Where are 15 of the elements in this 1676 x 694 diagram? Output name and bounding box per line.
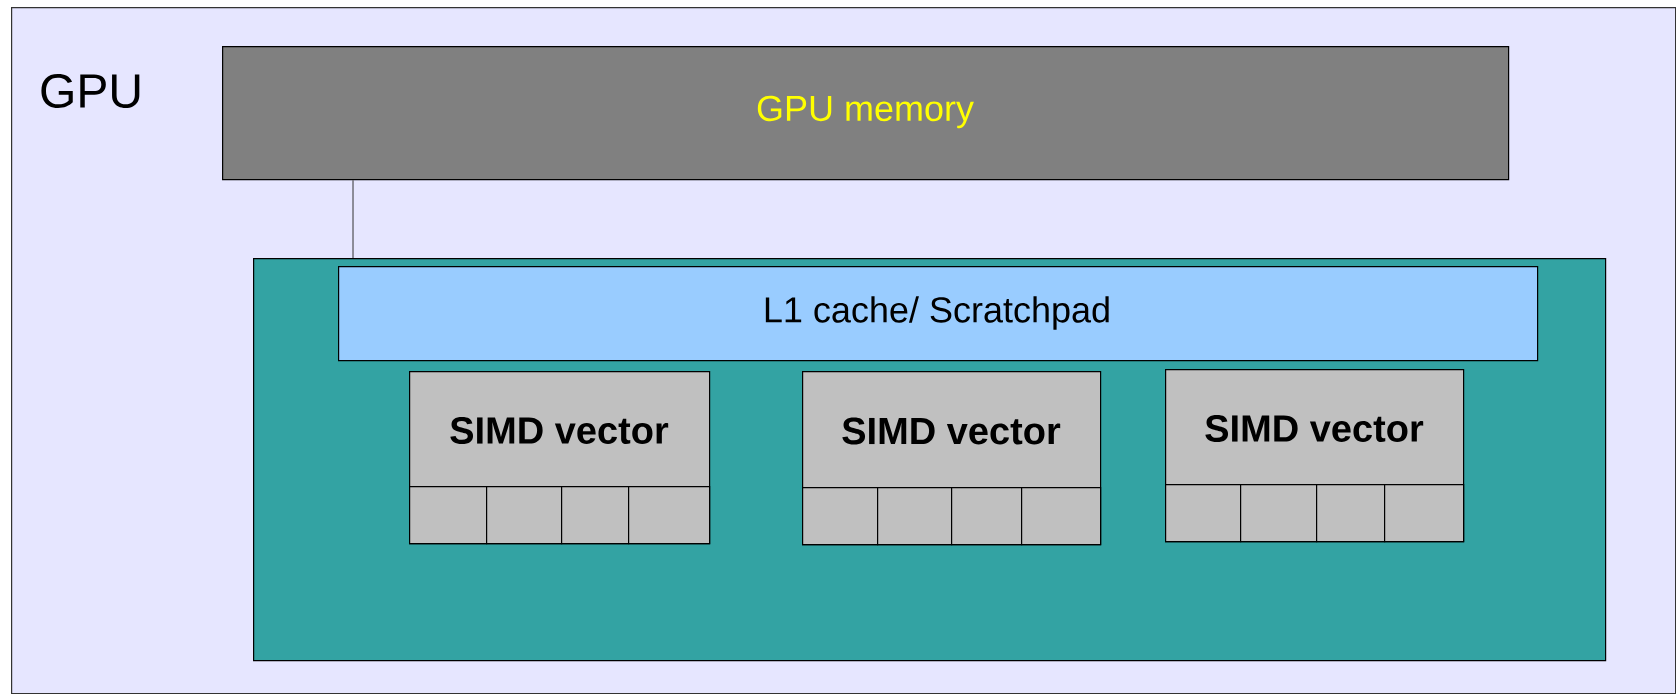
lane-box bbox=[486, 486, 563, 545]
lane-box bbox=[409, 486, 488, 545]
lane-box bbox=[951, 487, 1023, 546]
lane-box bbox=[877, 487, 953, 546]
lane-box bbox=[561, 486, 630, 545]
lane-box bbox=[1021, 487, 1102, 546]
lane-box bbox=[1165, 484, 1242, 543]
cache-box: L1 cache/ Scratchpad bbox=[338, 266, 1539, 362]
lane-box bbox=[1316, 484, 1386, 543]
lane-box bbox=[1240, 484, 1318, 543]
lane-box bbox=[802, 487, 879, 546]
lane-box bbox=[1384, 484, 1465, 543]
lane-box bbox=[628, 486, 711, 545]
connector-line bbox=[352, 179, 354, 259]
memory-box: GPU memory bbox=[222, 46, 1510, 181]
